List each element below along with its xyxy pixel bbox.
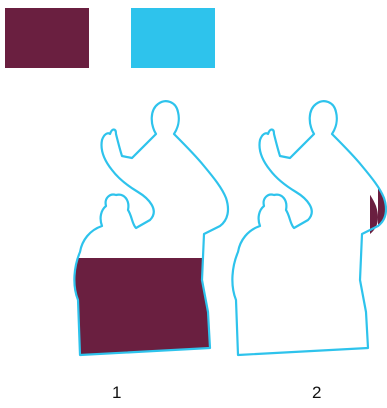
- figure-1: [74, 101, 228, 355]
- figure-1-label: 1: [112, 384, 121, 401]
- figure-2-label: 2: [312, 384, 321, 401]
- figure-2: [224, 101, 386, 363]
- figure-2-outline: [232, 101, 386, 355]
